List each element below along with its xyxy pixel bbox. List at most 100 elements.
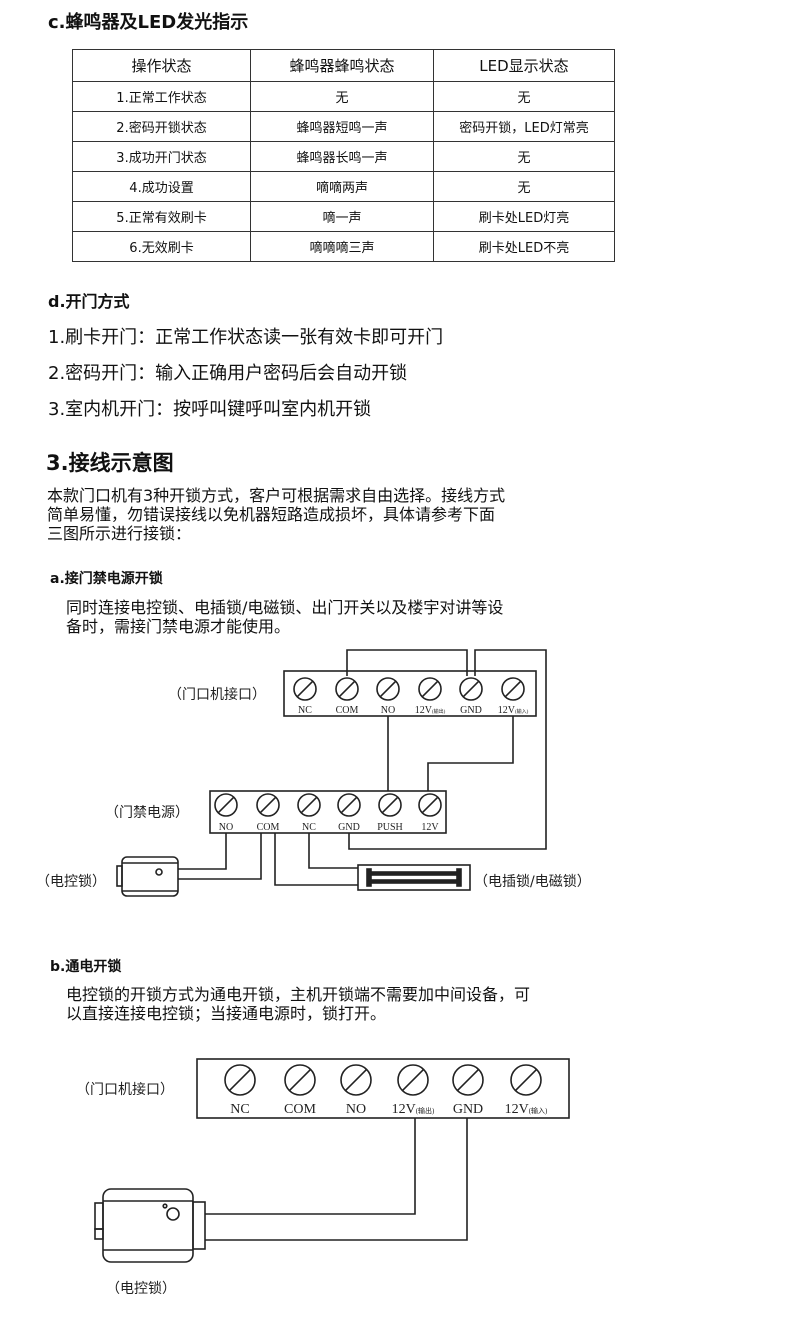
screw-terminal-icon (293, 677, 317, 701)
table-cell: 嘀一声 (250, 201, 434, 232)
terminal-suffix: (输出) (416, 1106, 435, 1115)
table-row: 6.无效刷卡嘀嘀嘀三声刷卡处LED不亮 (72, 231, 615, 262)
terminal-label: 12V(输入) (498, 705, 529, 716)
terminal-label: GND (338, 822, 360, 833)
table-cell: 3.成功开门状态 (72, 141, 251, 172)
terminal-name: PUSH (377, 822, 403, 833)
col-header: LED显示状态 (433, 49, 615, 82)
screw-terminal-icon (297, 793, 321, 817)
screw-terminal-icon (418, 793, 442, 817)
terminal-suffix: (输入) (529, 1106, 548, 1115)
text-line: 电控锁的开锁方式为通电开锁，主机开锁端不需要加中间设备，可 (66, 985, 531, 1004)
terminal-suffix: (输入) (515, 708, 529, 715)
terminal-name: COM (284, 1102, 316, 1117)
table-cell: 2.密码开锁状态 (72, 111, 251, 142)
terminal-name: 12V (498, 705, 516, 716)
wiring-title: 3.接线示意图 (46, 451, 174, 475)
screw-terminal-icon (214, 793, 238, 817)
terminal-label: 12V (421, 822, 439, 833)
table-cell: 1.正常工作状态 (72, 81, 251, 112)
table-cell: 嘀嘀嘀三声 (250, 231, 434, 262)
terminal-name: 12V (421, 822, 439, 833)
terminal-name: COM (257, 822, 280, 833)
electric-lock-icon (94, 1188, 206, 1263)
terminal-label: NC (302, 822, 316, 833)
screw-terminal-icon (337, 793, 361, 817)
screw-terminal-icon (452, 1064, 484, 1096)
door-unit-label: （门口机接口） (76, 1081, 174, 1098)
terminal-label: COM (336, 705, 359, 716)
terminal-name: NO (346, 1102, 366, 1117)
col-header: 操作状态 (72, 49, 251, 82)
table-row: 3.成功开门状态蜂鸣器长鸣一声无 (72, 141, 615, 172)
table-cell: 蜂鸣器长鸣一声 (250, 141, 434, 172)
screw-terminal-icon (224, 1064, 256, 1096)
electric-lock-icon (116, 856, 179, 897)
terminal-label: NC (230, 1102, 249, 1117)
screw-terminal-icon (378, 793, 402, 817)
magnetic-lock-icon (357, 864, 471, 891)
text-line: 三图所示进行接锁： (47, 524, 192, 543)
terminal-label: NO (219, 822, 233, 833)
table-cell: 蜂鸣器短鸣一声 (250, 111, 434, 142)
text-line: 简单易懂，勿错误接线以免机器短路造成损坏，具体请参考下面 (47, 505, 496, 524)
text-line: 备时，需接门禁电源才能使用。 (66, 617, 291, 636)
open-method-item: 3.室内机开门：按呼叫键呼叫室内机开锁 (48, 399, 372, 420)
open-method-item: 2.密码开门：输入正确用户密码后会自动开锁 (48, 363, 408, 384)
screw-terminal-icon (418, 677, 442, 701)
terminal-label: NO (381, 705, 395, 716)
screw-terminal-icon (510, 1064, 542, 1096)
terminal-name: NC (302, 822, 316, 833)
table-cell: 嘀嘀两声 (250, 171, 434, 202)
power-supply-terminal-block (209, 790, 447, 834)
section-d-title: d.开门方式 (48, 292, 130, 311)
wiring-intro: 本款门口机有3种开锁方式，客户可根据需求自由选择。接线方式 简单易懂，勿错误接线… (47, 486, 505, 543)
magnetic-lock-label: （电插锁/电磁锁） (474, 874, 591, 890)
electric-lock-label: （电控锁） (36, 874, 106, 890)
text-line: 以直接连接电控锁；当接通电源时，锁打开。 (66, 1004, 387, 1023)
wire (387, 716, 514, 791)
table-header-row: 操作状态 蜂鸣器蜂鸣状态 LED显示状态 (72, 49, 615, 82)
electric-lock-label: （电控锁） (106, 1281, 176, 1297)
diagram-b-desc: 电控锁的开锁方式为通电开锁，主机开锁端不需要加中间设备，可 以直接连接电控锁；当… (66, 985, 530, 1023)
terminal-label: NO (346, 1102, 366, 1117)
terminal-name: GND (453, 1102, 483, 1117)
table-row: 5.正常有效刷卡嘀一声刷卡处LED灯亮 (72, 201, 615, 232)
wire (205, 1118, 468, 1241)
wire (346, 649, 547, 850)
table-cell: 5.正常有效刷卡 (72, 201, 251, 232)
terminal-label: COM (284, 1102, 316, 1117)
diagram-a-title: a.接门禁电源开锁 (50, 571, 163, 587)
terminal-suffix: (输出) (432, 708, 446, 715)
terminal-name: NO (219, 822, 233, 833)
screw-terminal-icon (501, 677, 525, 701)
terminal-name: NC (298, 705, 312, 716)
terminal-label: GND (453, 1102, 483, 1117)
door-unit-terminal-block (196, 1058, 570, 1119)
screw-terminal-icon (459, 677, 483, 701)
terminal-name: 12V (505, 1102, 529, 1117)
table-row: 1.正常工作状态无无 (72, 81, 615, 112)
diagram-a-desc: 同时连接电控锁、电插锁/电磁锁、出门开关以及楼宇对讲等设 备时，需接门禁电源才能… (66, 598, 503, 636)
section-c-title: c.蜂鸣器及LED发光指示 (48, 12, 249, 33)
table-cell: 刷卡处LED不亮 (433, 231, 615, 262)
screw-terminal-icon (256, 793, 280, 817)
wire (178, 833, 358, 886)
screw-terminal-icon (340, 1064, 372, 1096)
diagram-b-title: b.通电开锁 (50, 959, 122, 975)
terminal-label: 12V(输出) (415, 705, 446, 716)
door-unit-label: （门口机接口） (168, 686, 266, 703)
terminal-name: NC (230, 1102, 249, 1117)
screw-terminal-icon (284, 1064, 316, 1096)
terminal-name: NO (381, 705, 395, 716)
terminal-name: 12V (392, 1102, 416, 1117)
screw-terminal-icon (376, 677, 400, 701)
terminal-name: GND (338, 822, 360, 833)
terminal-label: NC (298, 705, 312, 716)
terminal-name: COM (336, 705, 359, 716)
open-method-item: 1.刷卡开门：正常工作状态读一张有效卡即可开门 (48, 327, 444, 348)
terminal-label: PUSH (377, 822, 403, 833)
